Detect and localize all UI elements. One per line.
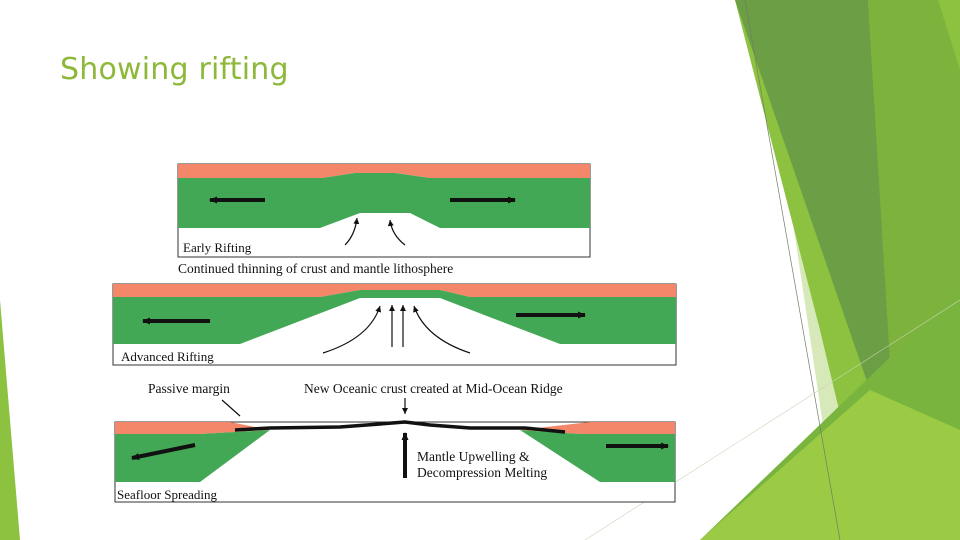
upwelling-label-line2: Decompression Melting [417,465,547,480]
caption-continued-thinning: Continued thinning of crust and mantle l… [178,261,453,276]
upwelling-label-line1: Mantle Upwelling & [417,449,530,464]
passive-margin-pointer [222,400,240,416]
passive-margin-label: Passive margin [148,381,230,396]
panel1-label: Early Rifting [183,240,252,255]
panel-early-rifting: Early Rifting [178,164,590,257]
panel3-label: Seafloor Spreading [117,487,218,502]
panel-advanced-rifting: Advanced Rifting [113,284,676,365]
panel2-label: Advanced Rifting [121,349,214,364]
ridge-label: New Oceanic crust created at Mid-Ocean R… [304,381,563,396]
panel-seafloor-spreading: Mantle Upwelling & Decompression Melting… [115,422,675,502]
